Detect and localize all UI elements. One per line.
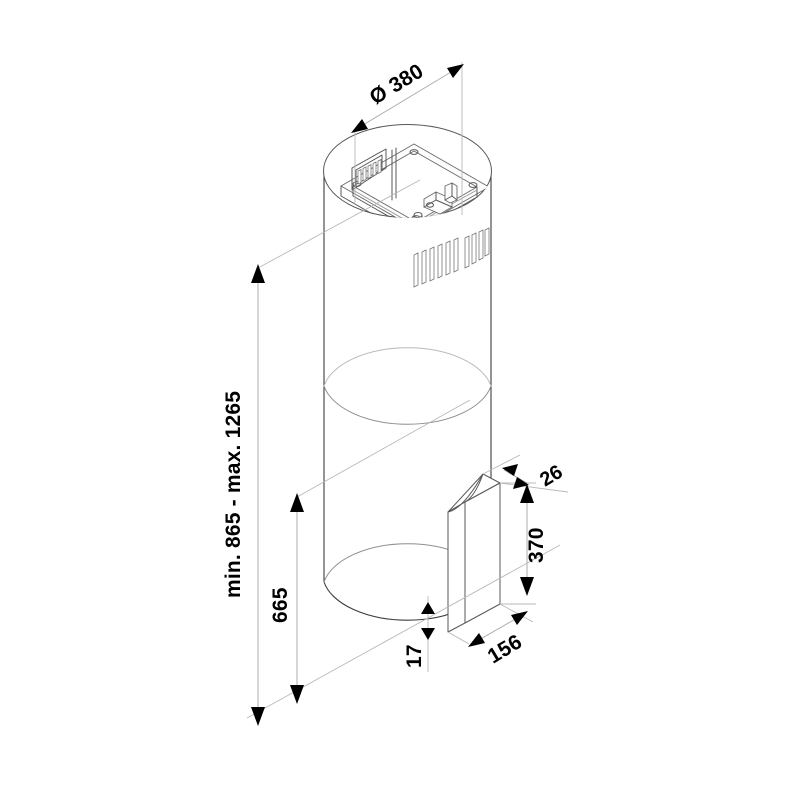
frame-screw-boss-bottom <box>411 215 421 218</box>
cylinder-seam-line-back <box>323 347 492 387</box>
bracket-top-blend-curve <box>447 473 484 513</box>
dim380-label: Ø 380 <box>366 60 428 110</box>
cylinder-seam-line <box>323 385 492 425</box>
dim380-arrow-end <box>447 64 464 78</box>
dim156-arrow-right <box>511 611 528 625</box>
dim26-line <box>503 469 528 484</box>
dim156-arrow-left <box>468 633 485 647</box>
top-reference-diagonal <box>257 179 421 269</box>
bracket-front-face <box>447 501 466 633</box>
dimension-body-665: 665 <box>269 493 304 704</box>
dim17-arrow-bottom <box>421 628 435 640</box>
interior-floor-line <box>352 189 478 218</box>
dim17-arrow-top <box>421 602 435 614</box>
bracket-side-face <box>464 482 501 624</box>
dim665-arrow-bottom <box>290 685 304 704</box>
dim-range-arrow-top <box>251 264 265 283</box>
clip-upright <box>444 182 458 204</box>
interior-louvre-panel <box>351 148 387 191</box>
dim26-arrow-right <box>513 477 529 489</box>
dim370-arrow-top <box>520 484 534 503</box>
dimension-bracket-156: 156 <box>468 611 528 668</box>
bracket-front-projection <box>447 631 470 645</box>
dim26-arrow-left <box>502 464 518 476</box>
bracket-back-projection <box>499 603 534 623</box>
dim665-arrow-top <box>290 493 304 512</box>
interior-vertical-rib <box>391 147 397 201</box>
interior-panel-edge <box>355 154 383 187</box>
mounting-clip <box>413 182 458 218</box>
interior-louvre-slots <box>357 158 382 185</box>
reference-projection-lines <box>246 179 569 719</box>
dim156-label: 156 <box>484 630 526 668</box>
bracket-top-projection-a <box>482 454 521 475</box>
exterior-vent-slots-side <box>464 227 490 269</box>
frame-screw-boss-right <box>468 182 478 188</box>
frame-screw-boss-top <box>409 149 419 155</box>
bracket-top-projection-b <box>499 482 569 493</box>
dim380-arrow-start <box>351 119 368 133</box>
dim370-arrow-bottom <box>520 577 534 596</box>
dim665-label: 665 <box>269 587 292 623</box>
dim370-label: 370 <box>525 527 548 563</box>
mid-reference-diagonal <box>296 399 471 498</box>
clip-screw-hole <box>426 202 434 208</box>
bracket-inner-blend-curve <box>464 473 484 503</box>
top-opening-internals <box>340 143 490 218</box>
clip-upright-edges <box>444 182 458 201</box>
dim380-line <box>352 65 462 132</box>
dim-range-label: min. 865 - max. 1265 <box>222 391 245 598</box>
dimension-height-range: min. 865 - max. 1265 <box>222 264 265 726</box>
frame-inner-left-depth <box>352 185 417 218</box>
exterior-vent-slots-front <box>413 237 459 288</box>
dim26-label: 26 <box>536 461 566 491</box>
dimension-bracket-370: 370 <box>520 484 548 596</box>
clip-edges <box>423 191 453 208</box>
dim17-label: 17 <box>403 644 426 668</box>
dimension-thickness-26: 26 <box>502 461 567 491</box>
dimension-offset-17: 17 <box>403 596 435 672</box>
dim-range-arrow-bottom <box>251 707 265 726</box>
wall-bracket-plate <box>447 473 501 633</box>
